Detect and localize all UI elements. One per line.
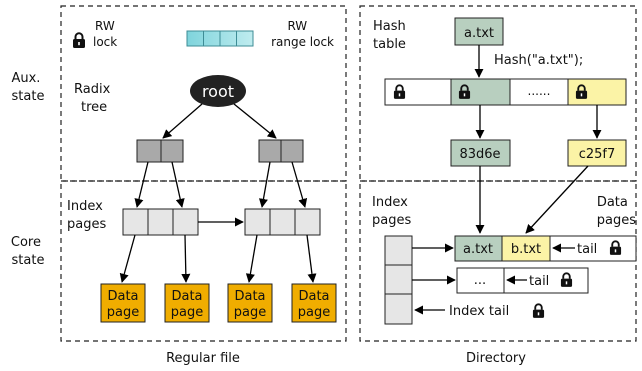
tail-label: tail [529,274,549,289]
hash-value-box [567,139,627,167]
radix-node-left [136,139,184,163]
index-page-column [384,235,413,325]
index-page-group-right [244,208,321,236]
root-node [190,75,246,107]
lock-icon [532,303,545,318]
index-pages-label-left: Index pages [67,199,107,232]
hash-value-83d6e: 83d6e [459,147,500,162]
hash-table-label: Hash table [373,19,410,52]
tail-label: tail [577,242,597,257]
directory-caption: Directory [466,351,526,366]
rw-lock-legend: RW lock [93,19,119,49]
radix-tree-label: Radix tree [74,82,114,115]
hash-dots: ...... [528,84,551,98]
regular-file-aux-frame [60,5,347,182]
rw-lock-icon [72,32,86,48]
regular-file-core-frame [60,180,347,342]
key-box [454,17,504,46]
dir-entry-b-txt: b.txt [511,242,541,257]
index-tail-label: Index tail [449,304,509,319]
dir-data-page-row [456,267,589,294]
data-pages-label: Data pages [597,195,636,228]
range-lock-icon [186,30,254,47]
root-label: root [202,82,234,101]
frames [60,5,637,342]
regular-file-caption: Regular file [166,351,240,366]
key-label: a.txt [464,26,494,41]
hash-value-box [450,139,511,167]
rw-range-lock-legend: RW range lock [271,19,334,49]
aux-state-label: Aux. state [11,71,44,104]
hash-call-label: Hash("a.txt"); [494,53,583,68]
index-page-group-left [122,208,199,236]
index-pages-label-right: Index pages [372,195,412,228]
hash-table-row [384,78,627,106]
dir-data-page-row [454,235,637,262]
dir-ellipsis: ... [474,273,486,288]
radix-node-right [258,139,304,163]
core-state-label: Core state [11,235,45,268]
dir-entry-a-txt: a.txt [463,242,493,257]
hash-value-c25f7: c25f7 [579,147,616,162]
